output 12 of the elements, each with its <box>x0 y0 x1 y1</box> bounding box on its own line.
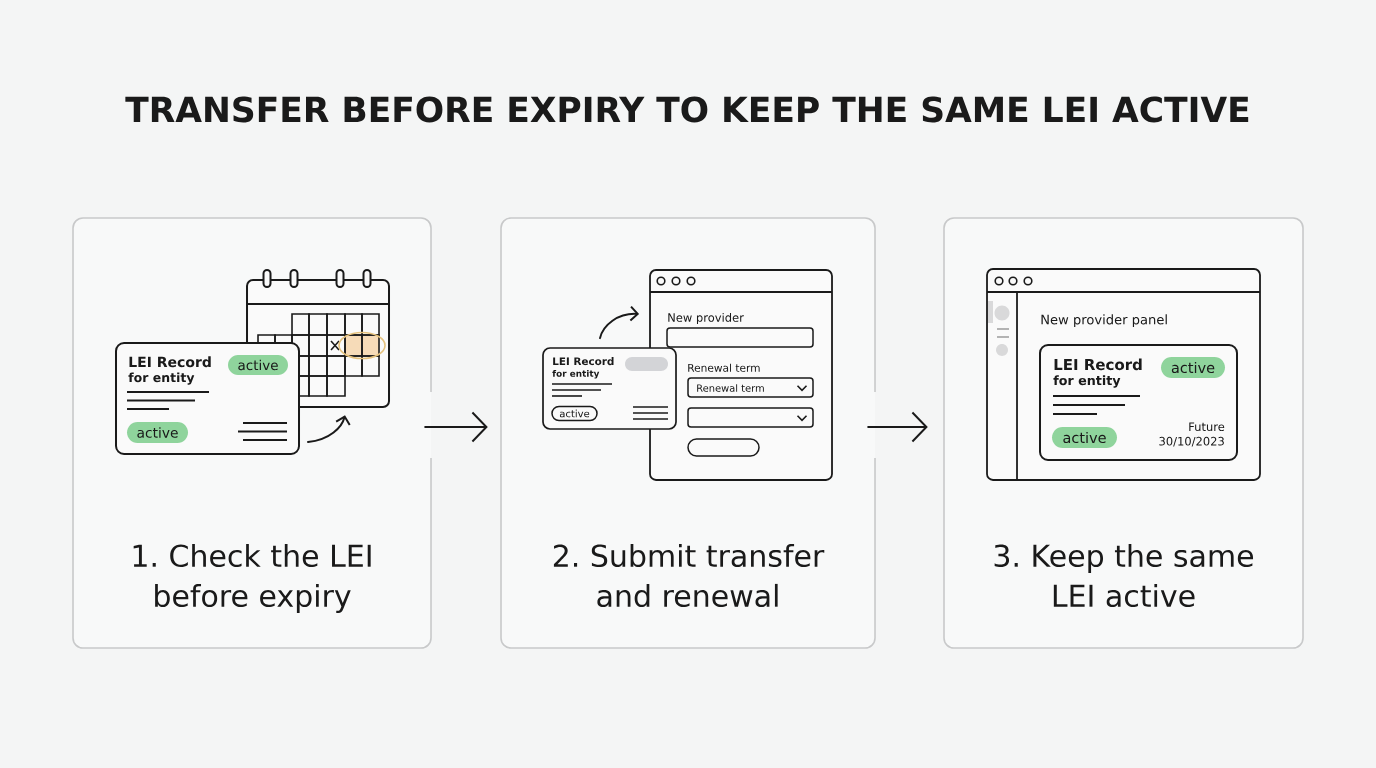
input-field <box>666 327 814 348</box>
title: TRANSFER BEFORE EXPIRY TO KEEP THE SAME LEI ACTIVE <box>125 96 1249 123</box>
dropdown-field: Renewal term <box>687 377 814 398</box>
button <box>687 438 760 457</box>
arrow <box>307 415 351 443</box>
status-badge: active <box>1052 427 1117 448</box>
placeholder-badge <box>625 357 668 371</box>
arrow <box>424 411 488 443</box>
arrow <box>599 305 640 340</box>
status-badge: active <box>228 355 288 375</box>
status-badge: active <box>551 405 598 422</box>
dropdown-field <box>687 407 814 428</box>
